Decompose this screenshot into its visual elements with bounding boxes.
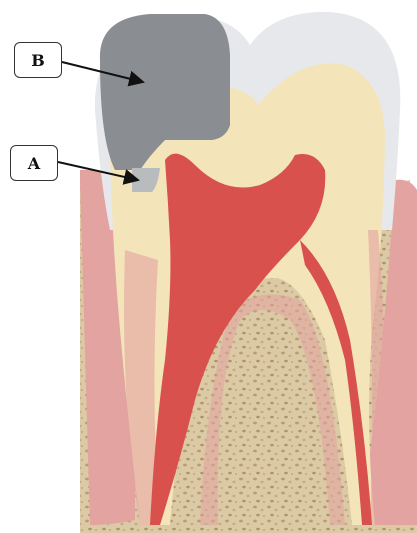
label-a: A	[10, 145, 58, 181]
label-b: B	[14, 42, 62, 78]
